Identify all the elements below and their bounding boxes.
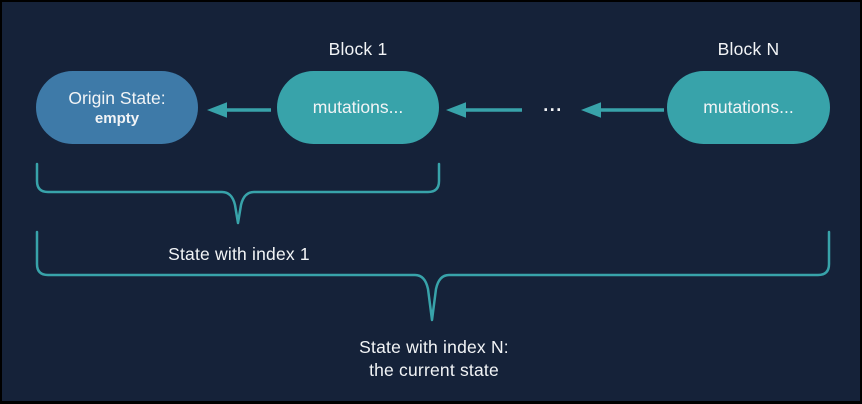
arrow-left-icon	[207, 101, 271, 119]
state-index-n-caption-line2: the current state	[369, 360, 499, 380]
arrow-left-icon	[581, 101, 664, 119]
arrow-left-icon	[446, 101, 522, 119]
origin-state-value: empty	[94, 109, 140, 127]
block-n-label: Block N	[717, 39, 780, 59]
brace-index-n-icon	[32, 228, 834, 331]
state-index-n-caption-line1: State with index N:	[359, 337, 509, 357]
origin-state-node: Origin State: empty	[36, 71, 198, 144]
brace-index-1-icon	[32, 160, 444, 235]
state-index-1-caption: State with index 1	[168, 244, 310, 264]
origin-state-title: Origin State:	[68, 87, 166, 108]
block-n-node: mutations...	[667, 71, 830, 144]
block-1-label: Block 1	[328, 39, 388, 59]
block-n-content: mutations...	[703, 97, 794, 117]
state-index-n-caption: State with index N: the current state	[234, 336, 634, 382]
block-1-node: mutations...	[277, 71, 439, 144]
ellipsis-label: ...	[543, 95, 563, 115]
block-1-content: mutations...	[312, 97, 404, 117]
